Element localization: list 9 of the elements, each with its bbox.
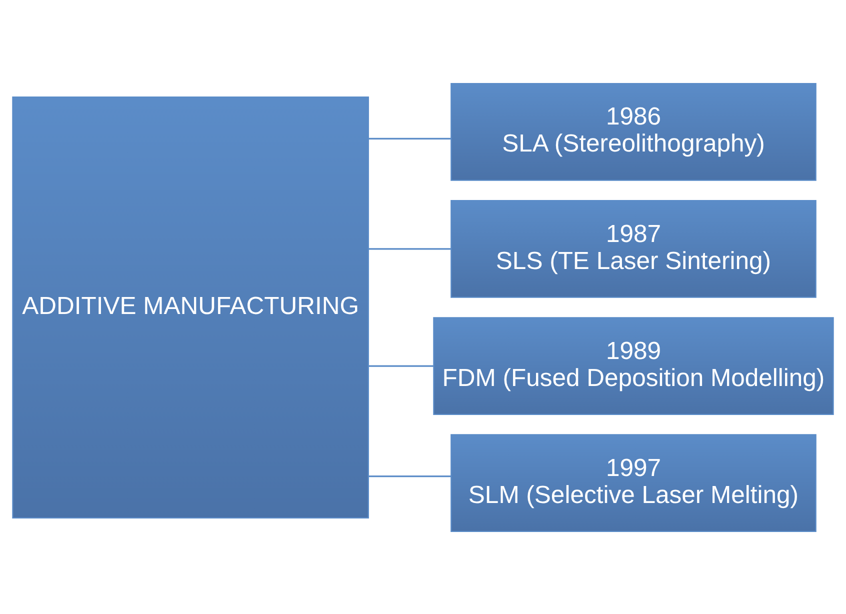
node-box: 1989 FDM (Fused Deposition Modelling) bbox=[433, 316, 834, 414]
node-box: ADDITIVE MANUFACTURING bbox=[12, 96, 369, 518]
node-box: 1986 SLA (Stereolithography) bbox=[450, 82, 816, 180]
node-box: 1987 SLS (TE Laser Sintering) bbox=[450, 200, 816, 298]
connector bbox=[368, 475, 452, 477]
connector bbox=[368, 137, 452, 139]
connector bbox=[368, 248, 452, 250]
node-box: 1997 SLM (Selective Laser Melting) bbox=[450, 434, 816, 532]
connector bbox=[368, 364, 434, 366]
